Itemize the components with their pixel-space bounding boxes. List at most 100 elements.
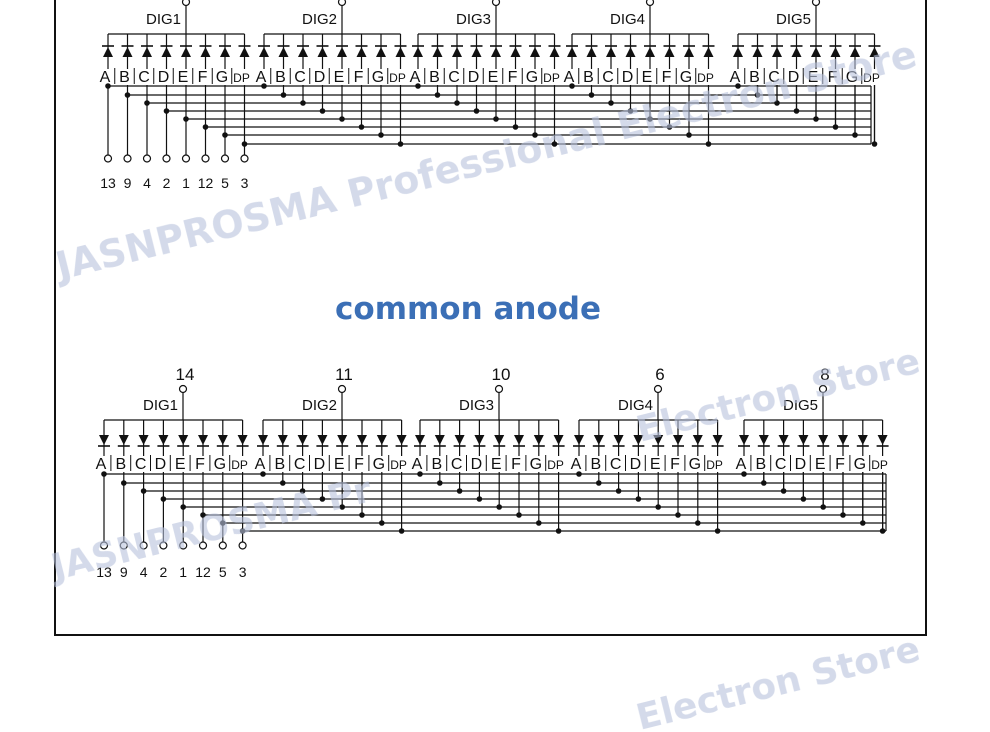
segment-label: D xyxy=(622,69,634,86)
led-diode xyxy=(857,435,868,445)
pin-terminal xyxy=(179,541,188,550)
pin-terminal xyxy=(198,541,208,550)
segment-label: G xyxy=(214,456,226,473)
led-diode xyxy=(452,47,462,57)
diagram-frame xyxy=(54,0,927,636)
pin-number: 5 xyxy=(219,564,227,580)
digit-pin-number: 6 xyxy=(655,365,664,384)
segment-label: DP xyxy=(389,71,406,85)
segment-label: C xyxy=(451,456,463,473)
segment-label: A xyxy=(410,69,421,86)
segment-label: D xyxy=(314,456,326,473)
segment-label: C xyxy=(138,69,150,86)
segment-label: E xyxy=(815,456,826,473)
led-diode xyxy=(158,435,169,445)
digit-common-terminal xyxy=(645,0,655,7)
pin-number: 1 xyxy=(182,175,190,191)
segment-label: G xyxy=(530,456,542,473)
segment-label: E xyxy=(334,69,345,86)
pin-terminal xyxy=(142,154,152,163)
digit-common-terminal xyxy=(178,384,188,394)
segment-label: B xyxy=(755,456,766,473)
segment-label: G xyxy=(526,69,538,86)
segment-label: A xyxy=(96,456,107,473)
led-diode xyxy=(471,47,482,57)
led-diode xyxy=(838,435,848,445)
led-diode xyxy=(877,435,888,445)
segment-label: F xyxy=(354,69,364,86)
led-diode xyxy=(692,435,703,445)
segment-label: B xyxy=(275,69,286,86)
led-diode xyxy=(606,47,616,57)
segment-label: C xyxy=(294,69,306,86)
led-diode xyxy=(239,47,250,57)
led-diode xyxy=(811,47,821,57)
led-diode xyxy=(413,47,423,57)
led-diode xyxy=(549,47,560,57)
pin-number: 2 xyxy=(160,564,168,580)
led-diode xyxy=(317,435,328,445)
pin-number: 12 xyxy=(198,175,214,191)
pin-number: 3 xyxy=(239,564,247,580)
digit-label: DIG2 xyxy=(302,11,337,28)
segment-label: E xyxy=(334,456,345,473)
pin-number: 13 xyxy=(100,175,116,191)
segment-label: B xyxy=(274,456,285,473)
pin-terminal xyxy=(240,154,249,163)
segment-label: DP xyxy=(871,458,888,472)
pin-number: 5 xyxy=(221,175,229,191)
digit-common-terminal xyxy=(818,384,828,394)
segment-label: F xyxy=(828,69,838,86)
pin-terminal xyxy=(119,541,128,550)
led-diode xyxy=(510,47,521,57)
led-diode xyxy=(258,435,268,445)
segment-label: D xyxy=(471,456,483,473)
led-diode xyxy=(356,47,367,57)
digit-label: DIG5 xyxy=(776,11,811,28)
segment-label: DP xyxy=(697,71,714,85)
led-diode xyxy=(376,435,387,445)
segment-label: C xyxy=(768,69,780,86)
segment-label: A xyxy=(564,69,575,86)
digit-common-terminal xyxy=(653,384,663,394)
led-diode xyxy=(850,47,860,57)
led-diode xyxy=(791,47,802,57)
segment-label: G xyxy=(854,456,866,473)
led-diode xyxy=(337,435,348,445)
led-diode xyxy=(161,47,172,57)
led-diode xyxy=(415,435,425,445)
led-diode xyxy=(396,435,407,445)
segment-label: B xyxy=(749,69,760,86)
led-diode xyxy=(553,435,564,445)
led-diode xyxy=(491,47,501,57)
led-diode xyxy=(733,47,743,57)
segment-label: G xyxy=(689,456,701,473)
led-diode xyxy=(613,435,624,445)
segment-label: DP xyxy=(547,458,564,472)
digit-pin-number: 8 xyxy=(820,365,829,384)
led-diode xyxy=(712,435,723,445)
segment-label: A xyxy=(100,69,111,86)
led-diode xyxy=(138,435,149,445)
segment-label: DP xyxy=(543,71,560,85)
pin-terminal xyxy=(218,541,227,550)
segment-label: D xyxy=(314,69,326,86)
digit-common-terminal xyxy=(811,0,821,7)
led-diode xyxy=(432,47,443,57)
led-diode xyxy=(633,435,644,445)
pin-number: 4 xyxy=(140,564,148,580)
digit-label: DIG3 xyxy=(456,11,491,28)
led-diode xyxy=(684,47,694,57)
segment-label: A xyxy=(730,69,741,86)
digit-pin-number: 10 xyxy=(492,365,511,384)
led-diode xyxy=(739,435,749,445)
segment-label: D xyxy=(468,69,480,86)
led-diode xyxy=(99,435,109,445)
digit-common-terminal xyxy=(181,0,191,7)
pin-number: 9 xyxy=(120,564,128,580)
segment-label: A xyxy=(412,456,423,473)
led-diode xyxy=(474,435,485,445)
segment-label: B xyxy=(590,456,601,473)
pin-number: 12 xyxy=(195,564,211,580)
